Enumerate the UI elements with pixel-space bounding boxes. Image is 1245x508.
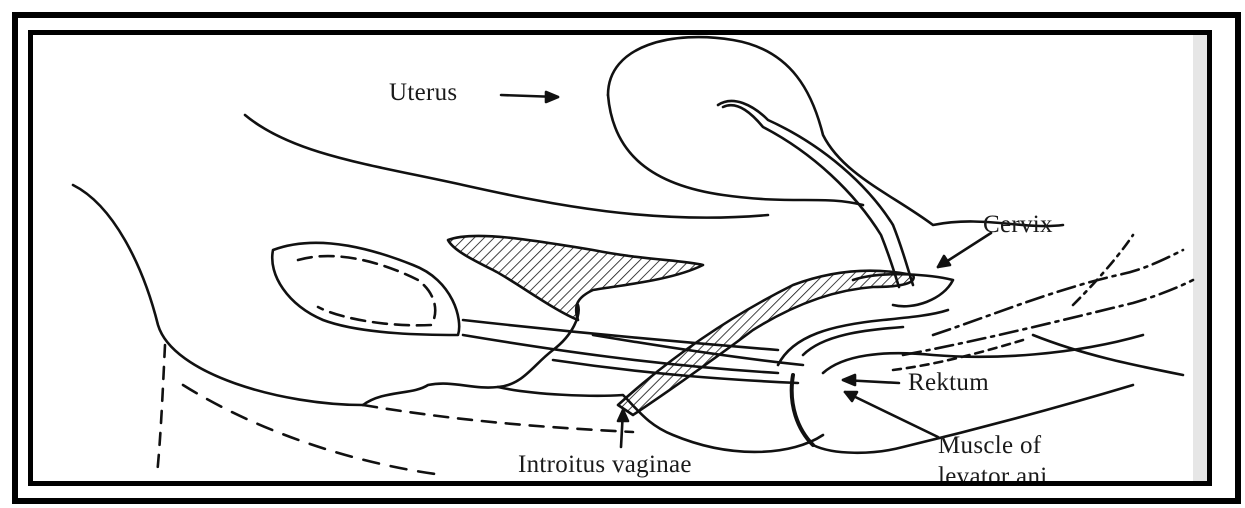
dashed-contour-left: [157, 345, 165, 475]
diagram-panel: Uterus Cervix Rektum Introitus vaginae M…: [28, 30, 1212, 486]
dashed-contour-lower: [183, 385, 443, 475]
pubic-bone-hatched: [448, 236, 703, 320]
label-muscle-line-2: levator ani: [938, 463, 1048, 486]
label-muscle-line-1: Muscle of: [938, 432, 1041, 460]
label-cervix: Cervix: [983, 211, 1053, 239]
label-introitus-vaginae: Introitus vaginae: [518, 451, 692, 479]
posterior-wall-line: [1033, 335, 1183, 375]
sacrum-dashdot-2: [903, 280, 1193, 355]
peritoneum-line: [245, 115, 768, 218]
uterus-body-inner: [608, 95, 863, 205]
sacrum-dashdot-3: [1073, 235, 1133, 305]
uterus-outline: [608, 37, 1063, 226]
vaginal-canal-hatched: [618, 271, 914, 415]
label-rektum: Rektum: [908, 369, 989, 397]
rektum-arrow: [843, 375, 899, 385]
introitus-arrow: [618, 410, 628, 447]
rectum-lower: [823, 335, 1143, 373]
label-uterus: Uterus: [389, 79, 457, 107]
levator-arrow: [845, 392, 938, 437]
rectum-inner: [803, 327, 903, 355]
abdominal-wall-line: [73, 185, 363, 405]
uterus-arrow: [501, 92, 558, 102]
pelvic-anatomy-drawing: [33, 35, 1207, 481]
anal-canal: [792, 375, 813, 445]
dashed-contour-mid: [363, 405, 633, 432]
